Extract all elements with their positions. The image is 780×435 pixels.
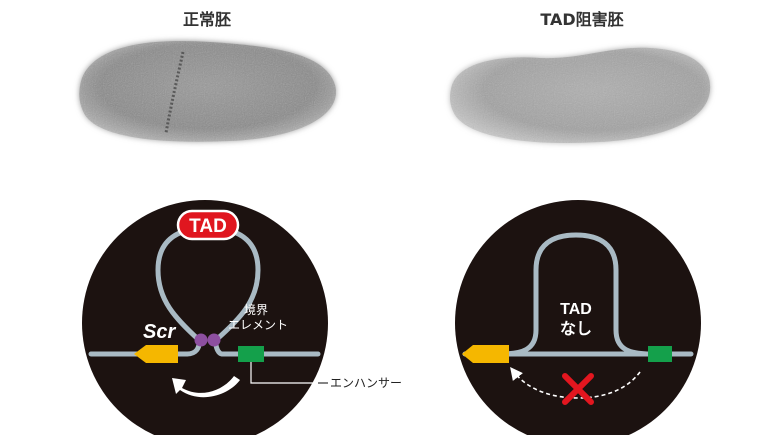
enhancer-box xyxy=(238,346,264,362)
disrupted-tad-diagram: TAD なし xyxy=(455,200,701,435)
tad-badge xyxy=(176,209,240,241)
tad-disrupted-embryo-title: TAD阻害胚 xyxy=(540,10,624,29)
enhancer-box xyxy=(648,346,672,362)
disrupted-embryo-image xyxy=(450,47,711,143)
scr-gene-arrow xyxy=(134,345,178,363)
no-tad-label-line2: なし xyxy=(560,320,592,338)
blocked-interaction-arrow xyxy=(510,366,641,399)
no-tad-label-line1: TAD xyxy=(560,301,592,318)
boundary-element-label-line2: エレメント xyxy=(228,318,289,332)
interaction-arrow xyxy=(172,376,240,398)
tad-badge-label: TAD xyxy=(189,216,227,237)
boundary-element-label-line1: 境界 xyxy=(244,303,269,317)
scr-gene-label: Scr xyxy=(143,321,176,343)
boundary-element-right xyxy=(207,333,221,347)
enhancer-leader-line-inner xyxy=(250,362,318,384)
normal-embryo-title: 正常胚 xyxy=(182,10,231,29)
normal-embryo-image xyxy=(79,40,336,142)
gene-arrow xyxy=(462,345,509,363)
chromatin-bulge xyxy=(499,232,653,357)
normal-tad-diagram: TAD Scr xyxy=(82,200,328,435)
left-circle-bg xyxy=(82,200,328,435)
enhancer-label: エンハンサー xyxy=(330,376,403,390)
expression-stripe xyxy=(164,51,185,134)
blocked-x-icon xyxy=(562,373,594,405)
boundary-element-left xyxy=(194,333,208,347)
